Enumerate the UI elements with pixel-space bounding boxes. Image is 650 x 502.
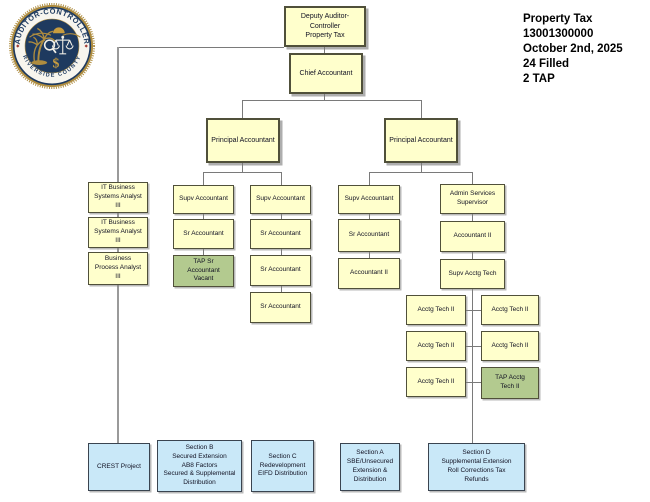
- connector-principal-left-down: [242, 163, 243, 172]
- connector-deputy-chief: [324, 47, 325, 53]
- node-admin-services-supervisor: Admin Services Supervisor: [440, 184, 505, 214]
- connector-acctg-row3: [466, 382, 481, 383]
- node-principal-accountant-right: Principal Accountant: [384, 118, 458, 163]
- node-supv-acctg-tech: Supv Acctg Tech: [440, 259, 505, 289]
- seal-sun: [52, 27, 65, 34]
- connector-principal-right-drop: [421, 100, 422, 118]
- node-col3-sr-accountant-3: Sr Accountant: [250, 292, 311, 323]
- seal-palm-trunk-2: [33, 44, 38, 62]
- node-it-business-systems-analyst-2: IT Business Systems Analyst III: [88, 217, 148, 248]
- connector-deputy-left-branch: [118, 47, 284, 48]
- auditor-controller-seal-logo: AUDITOR-CONTROLLER RIVERSIDE COUNTY: [8, 2, 96, 90]
- node-deputy-auditor-controller: Deputy Auditor- Controller Property Tax: [284, 6, 366, 47]
- node-col3-sr-accountant-2: Sr Accountant: [250, 255, 311, 286]
- info-filled-count: 24 Filled: [523, 57, 570, 70]
- node-crest-project: CREST Project: [88, 443, 150, 491]
- node-acctg-tech-l3: Acctg Tech II: [406, 367, 466, 397]
- node-acctg-tech-l2: Acctg Tech II: [406, 331, 466, 361]
- seal-serrated-edge: [8, 2, 96, 90]
- node-section-b: Section B Secured Extension AB8 Factors …: [157, 440, 242, 492]
- seal-hill-left: [29, 32, 52, 38]
- connector-left-group-crossbar: [203, 172, 281, 173]
- info-org-number: 13001300000: [523, 27, 594, 40]
- connector-col4-spine: [369, 172, 370, 259]
- node-col4-supv-accountant: Supv Accountant: [338, 185, 400, 214]
- node-tap-acctg-tech-2: TAP Acctg Tech II: [481, 367, 539, 399]
- node-col2-supv-accountant: Supv Accountant: [173, 185, 234, 214]
- seal-scales-icon: [51, 35, 74, 55]
- info-department: Property Tax: [523, 13, 593, 25]
- connector-col5-spine: [472, 172, 473, 260]
- connector-right-group-crossbar: [369, 172, 472, 173]
- connector-acctg-row2: [466, 346, 481, 347]
- connector-col2-spine: [203, 172, 204, 256]
- connector-chief-down: [324, 94, 325, 101]
- seal-palm-ground: [31, 60, 48, 65]
- node-business-process-analyst: Business Process Analyst III: [88, 252, 148, 285]
- connector-acctg-tech-spine: [472, 289, 473, 443]
- connector-principals-crossbar: [242, 100, 422, 101]
- node-section-c: Section C Redevelopment EIFD Distributio…: [251, 440, 314, 492]
- info-tap-count: 2 TAP: [523, 72, 555, 85]
- report-info-block: Property Tax 13001300000 October 2nd, 20…: [523, 12, 623, 87]
- node-col3-supv-accountant: Supv Accountant: [250, 185, 311, 214]
- connector-acctg-row1: [466, 310, 481, 311]
- info-date: October 2nd, 2025: [523, 42, 623, 55]
- seal-magnifier-handle: [52, 48, 57, 54]
- seal-dollar-sign: $: [52, 56, 59, 71]
- node-principal-accountant-left: Principal Accountant: [206, 118, 280, 163]
- node-col3-sr-accountant-1: Sr Accountant: [250, 219, 311, 249]
- node-section-d: Section D Supplemental Extension Roll Co…: [428, 443, 525, 491]
- node-section-a: Section A SBE/Unsecured Extension & Dist…: [340, 443, 400, 491]
- seal-hill-right: [62, 33, 81, 38]
- node-col4-sr-accountant: Sr Accountant: [338, 219, 400, 252]
- node-acctg-tech-r1: Acctg Tech II: [481, 295, 539, 325]
- node-col4-accountant-2: Accountant II: [338, 258, 400, 289]
- seal-palm-fronds: [28, 27, 56, 46]
- connector-principal-left-drop: [242, 100, 243, 118]
- node-it-business-systems-analyst-1: IT Business Systems Analyst III: [88, 182, 148, 213]
- node-acctg-tech-l1: Acctg Tech II: [406, 295, 466, 325]
- node-acctg-tech-r2: Acctg Tech II: [481, 331, 539, 361]
- node-col5-accountant-2: Accountant II: [440, 221, 505, 252]
- node-col2-sr-accountant: Sr Accountant: [173, 219, 234, 249]
- node-chief-accountant: Chief Accountant: [289, 53, 363, 94]
- seal-magnifier-icon: [43, 39, 56, 51]
- node-col2-tap-sr-accountant-vacant: TAP Sr Accountant Vacant: [173, 255, 234, 287]
- seal-right-accent: [84, 44, 88, 48]
- connector-principal-right-down: [421, 163, 422, 172]
